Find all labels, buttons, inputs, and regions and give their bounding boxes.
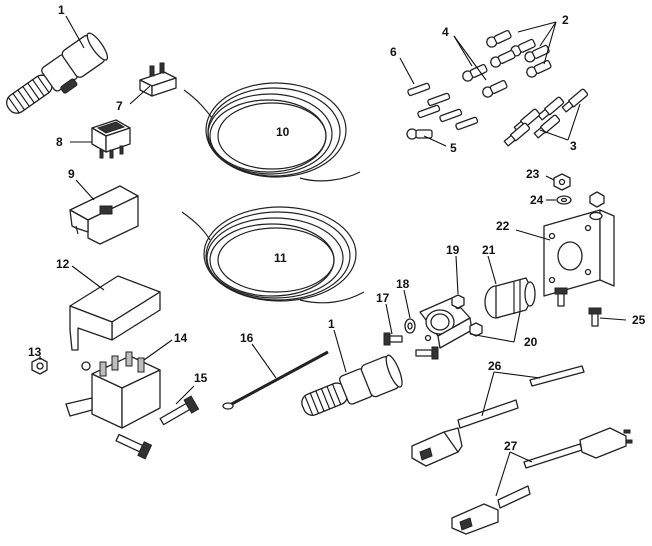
rubber-boot-part [484, 277, 536, 319]
nut-part-19 [451, 294, 465, 309]
wiring-harness-26 [411, 365, 585, 467]
socket-nut-part [469, 322, 483, 337]
callout-23: 23 [526, 167, 540, 181]
callout-3: 3 [570, 139, 577, 153]
callout-7: 7 [116, 99, 123, 113]
callout-9: 9 [68, 167, 75, 181]
solenoid-part [65, 351, 161, 429]
nut-part-13 [31, 357, 48, 375]
callout-4: 4 [442, 25, 449, 39]
callout-1-bottom: 1 [328, 317, 335, 331]
callout-24: 24 [530, 193, 544, 207]
butt-connectors-6 [407, 82, 479, 131]
callout-16: 16 [240, 331, 254, 345]
ring-terminals-4 [462, 63, 508, 98]
screw-part-17 [383, 332, 403, 346]
callout-26: 26 [488, 359, 502, 373]
callout-13: 13 [28, 345, 42, 359]
callout-27: 27 [504, 439, 518, 453]
callout-18: 18 [396, 277, 410, 291]
bracket-bolt-left [554, 287, 568, 307]
ring-terminal-5 [406, 128, 433, 140]
callout-2: 2 [562, 13, 569, 27]
callout-17: 17 [376, 291, 390, 305]
wire-coil-11 [181, 206, 365, 304]
bolt-part-14b [115, 433, 153, 460]
callout-19: 19 [446, 243, 460, 257]
bolt-part-25 [588, 307, 602, 327]
callout-25: 25 [632, 313, 646, 327]
callout-10: 10 [276, 125, 290, 139]
callout-labels: 1 2 3 4 5 6 7 8 9 10 11 12 13 14 15 16 1… [28, 3, 646, 453]
wiring-harness-27 [451, 427, 633, 535]
callout-12: 12 [56, 257, 70, 271]
switch-bracket-part [69, 185, 139, 245]
callout-1-top: 1 [58, 3, 65, 17]
bolt-part-15 [159, 395, 200, 426]
callout-14: 14 [174, 331, 188, 345]
bracket-nut-right [589, 191, 605, 208]
callout-8: 8 [56, 135, 63, 149]
bracket-washer-right [589, 211, 603, 221]
solenoid-cover-part [69, 275, 161, 351]
mounting-bracket-part [543, 209, 615, 297]
trailer-plug-bottom [301, 354, 403, 416]
cable-tie-part [222, 350, 329, 410]
ring-terminals-2 [486, 29, 552, 78]
callout-22: 22 [496, 219, 510, 233]
trailer-plug-top [6, 32, 109, 114]
spade-terminals-3 [503, 88, 589, 147]
nut-part-23 [553, 173, 571, 191]
callout-15: 15 [194, 371, 208, 385]
washer-part-18 [404, 318, 416, 334]
callout-5: 5 [450, 141, 457, 155]
wire-coil-10 [183, 82, 361, 182]
socket-bolt-part [415, 346, 439, 360]
callout-6: 6 [390, 45, 397, 59]
leader-lines [39, 15, 627, 497]
rocker-switch-part [91, 119, 131, 159]
washer-part-24 [556, 195, 572, 205]
callout-21: 21 [482, 243, 496, 257]
callout-20: 20 [524, 335, 538, 349]
circuit-breaker-part [139, 62, 177, 97]
callout-11: 11 [274, 251, 287, 265]
